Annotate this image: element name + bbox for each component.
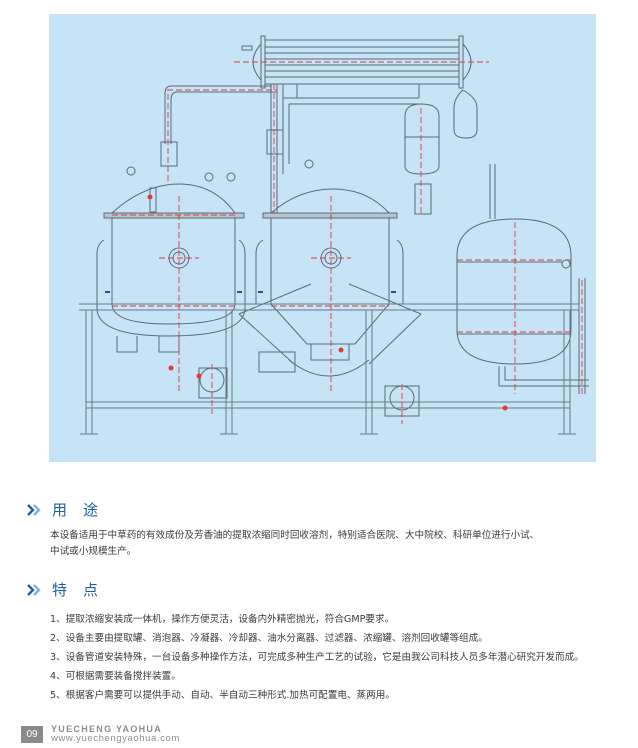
list-item: 2、设备主要由提取罐、消泡器、冷凝器、冷却器、油水分离器、过滤器、浓缩罐、溶剂回…	[50, 633, 488, 644]
section-title: 用途	[52, 501, 115, 519]
gauges-valves	[126, 159, 571, 269]
center-lines	[112, 61, 583, 424]
section-heading-features: 特点	[26, 579, 114, 600]
page-number: 09	[21, 725, 43, 743]
oil-water-separator	[404, 89, 478, 215]
blue-markers	[105, 291, 396, 293]
valve-handles	[147, 194, 508, 411]
equipment-drawing	[79, 35, 589, 435]
paragraph-line: 本设备适用于中草药的有效成份及芳香油的提取浓缩同时回收溶剂，特别适合医院、大中院…	[50, 530, 540, 541]
website-url: www.yuechengyaohua.com	[51, 733, 180, 744]
extraction-tank-middle	[238, 188, 422, 377]
pump-left	[199, 367, 225, 393]
extraction-tank-left	[96, 183, 246, 353]
brand-name: YUECHENG YAOHUA	[51, 724, 163, 734]
double-chevron-right-icon	[27, 503, 41, 516]
usage-paragraph: 本设备适用于中草药的有效成份及芳香油的提取浓缩同时回收溶剂，特别适合医院、大中院…	[50, 528, 610, 560]
features-list: 1、提取浓缩安装成一体机，操作方便灵活，设备内外精密抛光，符合GMP要求。 2、…	[50, 610, 620, 705]
double-chevron-right-icon	[27, 583, 41, 596]
support-frame	[79, 303, 579, 435]
list-item: 4、可根据需要装备搅拌装置。	[50, 671, 181, 682]
list-item: 5、根据客户需要可以提供手动、自动、半自动三种形式.加热可配置电、蒸两用。	[50, 690, 395, 701]
page-footer: 09 YUECHENG YAOHUA www.yuechengyaohua.co…	[21, 724, 180, 744]
equipment-diagram	[49, 14, 596, 462]
concentration-tank	[456, 164, 589, 394]
section-title: 特点	[52, 581, 115, 599]
list-item: 1、提取浓缩安装成一体机，操作方便灵活，设备内外精密抛光，符合GMP要求。	[50, 614, 395, 625]
paragraph-line: 中试或小规模生产。	[50, 546, 137, 557]
section-heading-usage: 用途	[26, 499, 114, 520]
list-item: 3、设备管道安装特殊，一台设备多种操作方法，可完成多种生产工艺的试验，它是由我公…	[50, 652, 584, 663]
